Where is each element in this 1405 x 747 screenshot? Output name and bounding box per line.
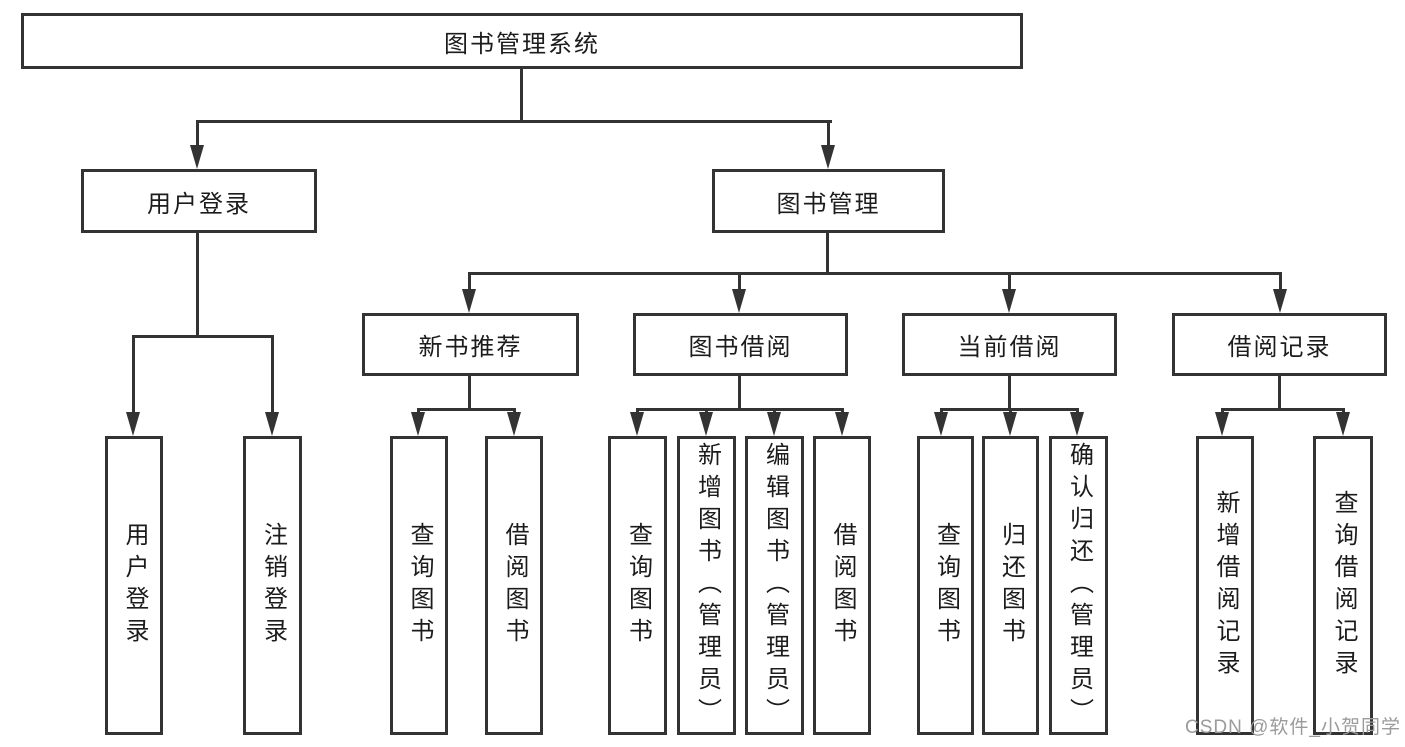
node-label: 用户登录	[121, 521, 148, 650]
connector-newbook-branch	[417, 408, 516, 411]
arrow-down-icon	[630, 412, 644, 436]
leaf-user-login: 用户登录	[105, 436, 163, 735]
connector-root-stem	[520, 69, 523, 120]
connector-to-borrow	[738, 272, 741, 292]
leaf-newbook-query: 查询图书	[390, 436, 448, 735]
connector-records-branch	[1221, 408, 1345, 411]
leaf-current-confirm-admin: 确认归还（管理员）	[1049, 436, 1108, 735]
connector-bookmgmt-branch	[468, 272, 1282, 275]
node-book-borrow: 图书借阅	[633, 313, 848, 376]
arrow-down-icon	[767, 412, 781, 436]
node-borrow-records: 借阅记录	[1172, 313, 1387, 376]
leaf-borrow-query: 查询图书	[608, 436, 667, 735]
connector-to-book-mgmt	[827, 120, 830, 150]
connector-user-branch	[132, 335, 274, 338]
node-label: 图书借阅	[688, 334, 793, 361]
connector-user-leaf1	[132, 335, 135, 415]
arrow-down-icon	[1273, 289, 1287, 313]
connector-borrow-branch	[636, 408, 844, 411]
node-newbook-rec: 新书推荐	[362, 313, 579, 376]
arrow-down-icon	[1002, 289, 1016, 313]
arrow-down-icon	[265, 412, 279, 436]
leaf-current-return: 归还图书	[982, 436, 1039, 735]
leaf-borrow-edit-admin: 编辑图书（管理员）	[745, 436, 804, 735]
arrow-down-icon	[126, 412, 140, 436]
arrow-down-icon	[1336, 412, 1350, 436]
arrow-down-icon	[190, 145, 204, 169]
connector-borrow-stem	[738, 376, 741, 408]
connector-current-stem	[1008, 376, 1011, 408]
node-book-mgmt: 图书管理	[712, 169, 945, 233]
leaf-records-query: 查询借阅记录	[1313, 436, 1373, 735]
arrow-down-icon	[1070, 412, 1084, 436]
arrow-down-icon	[821, 145, 835, 169]
arrow-down-icon	[507, 412, 521, 436]
connector-bookmgmt-stem	[826, 233, 829, 272]
connector-newbook-stem	[468, 376, 471, 408]
arrow-down-icon	[835, 412, 849, 436]
node-label: 查询图书	[624, 521, 652, 650]
node-user-login: 用户登录	[81, 169, 317, 233]
node-label: 新书推荐	[418, 334, 523, 361]
connector-user-leaf2	[271, 335, 274, 415]
node-label: 借阅图书	[829, 521, 856, 650]
connector-to-user-login	[196, 120, 199, 150]
node-label: 用户登录	[147, 190, 251, 218]
node-label: 查询图书	[406, 521, 433, 650]
node-label: 查询借阅记录	[1330, 489, 1357, 682]
leaf-logout: 注销登录	[243, 436, 302, 735]
node-label: 图书管理系统	[444, 30, 600, 58]
leaf-records-add: 新增借阅记录	[1196, 436, 1254, 735]
node-label: 新增图书（管理员）	[693, 441, 721, 730]
leaf-borrow-borrow: 借阅图书	[813, 436, 871, 735]
csdn-watermark: CSDN @软件_小贺同学	[1185, 717, 1401, 738]
arrow-down-icon	[732, 289, 746, 313]
arrow-down-icon	[699, 412, 713, 436]
node-label: 编辑图书（管理员）	[761, 441, 789, 730]
node-label: 当前借阅	[957, 334, 1062, 361]
node-label: 借阅图书	[501, 521, 528, 650]
connector-user-stem	[196, 233, 199, 335]
arrow-down-icon	[1215, 412, 1229, 436]
leaf-borrow-add-admin: 新增图书（管理员）	[677, 436, 736, 735]
connector-to-current	[1008, 272, 1011, 292]
connector-records-stem	[1278, 376, 1281, 408]
node-label: 归还图书	[997, 521, 1025, 650]
node-label: 查询图书	[932, 521, 960, 650]
node-root-system: 图书管理系统	[21, 13, 1023, 69]
leaf-newbook-borrow: 借阅图书	[485, 436, 543, 735]
node-label: 新增借阅记录	[1212, 489, 1239, 682]
arrow-down-icon	[462, 289, 476, 313]
node-label: 借阅记录	[1227, 334, 1332, 361]
leaf-current-query: 查询图书	[917, 436, 974, 735]
node-label: 图书管理	[776, 190, 881, 218]
connector-to-records	[1279, 272, 1282, 292]
connector-to-newbook	[468, 272, 471, 292]
node-label: 注销登录	[259, 521, 287, 650]
arrow-down-icon	[934, 412, 948, 436]
arrow-down-icon	[411, 412, 425, 436]
arrow-down-icon	[1003, 412, 1017, 436]
node-label: 确认归还（管理员）	[1065, 441, 1093, 730]
node-current-borrow: 当前借阅	[902, 313, 1117, 376]
connector-root-branch	[196, 120, 832, 123]
